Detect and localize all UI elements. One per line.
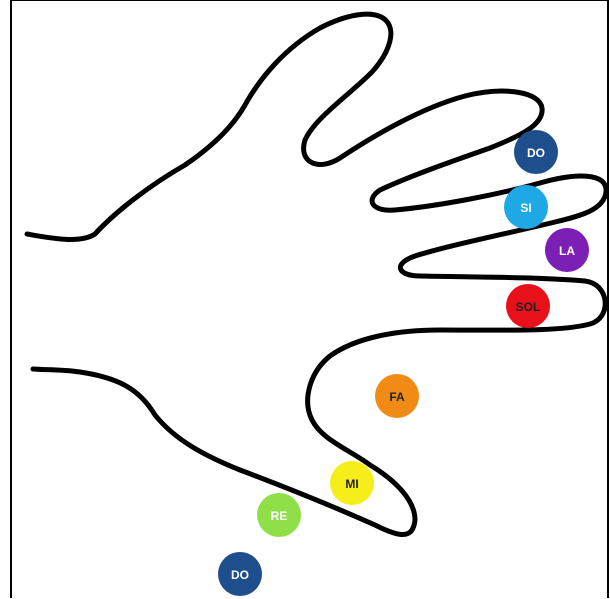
note-dot-circle bbox=[218, 552, 262, 596]
note-dot-do-1: DO bbox=[514, 130, 558, 174]
note-dot-circle bbox=[514, 130, 558, 174]
note-dot-sol-4: SOL bbox=[506, 284, 550, 328]
note-dot-circle bbox=[504, 185, 548, 229]
note-dot-la-3: LA bbox=[545, 228, 589, 272]
note-dot-circle bbox=[257, 493, 301, 537]
note-label: MI bbox=[345, 477, 358, 491]
note-label: SOL bbox=[516, 300, 541, 314]
note-dot-fa-5: FA bbox=[375, 374, 419, 418]
note-label: LA bbox=[559, 244, 575, 258]
note-label: DO bbox=[527, 146, 545, 160]
note-dots: DO SI LA SOL FA MI RE DO bbox=[218, 130, 589, 596]
note-dot-re-7: RE bbox=[257, 493, 301, 537]
note-dot-circle bbox=[375, 374, 419, 418]
note-label: DO bbox=[231, 568, 249, 582]
note-dot-circle bbox=[506, 284, 550, 328]
image-frame bbox=[10, 0, 609, 598]
note-dot-do-8: DO bbox=[218, 552, 262, 596]
note-dot-circle bbox=[545, 228, 589, 272]
note-label: RE bbox=[271, 509, 288, 523]
hand-outline bbox=[24, 11, 609, 537]
note-dot-circle bbox=[330, 461, 374, 505]
note-dot-si-2: SI bbox=[504, 185, 548, 229]
note-label: SI bbox=[520, 201, 531, 215]
note-dot-mi-6: MI bbox=[330, 461, 374, 505]
note-label: FA bbox=[389, 390, 405, 404]
